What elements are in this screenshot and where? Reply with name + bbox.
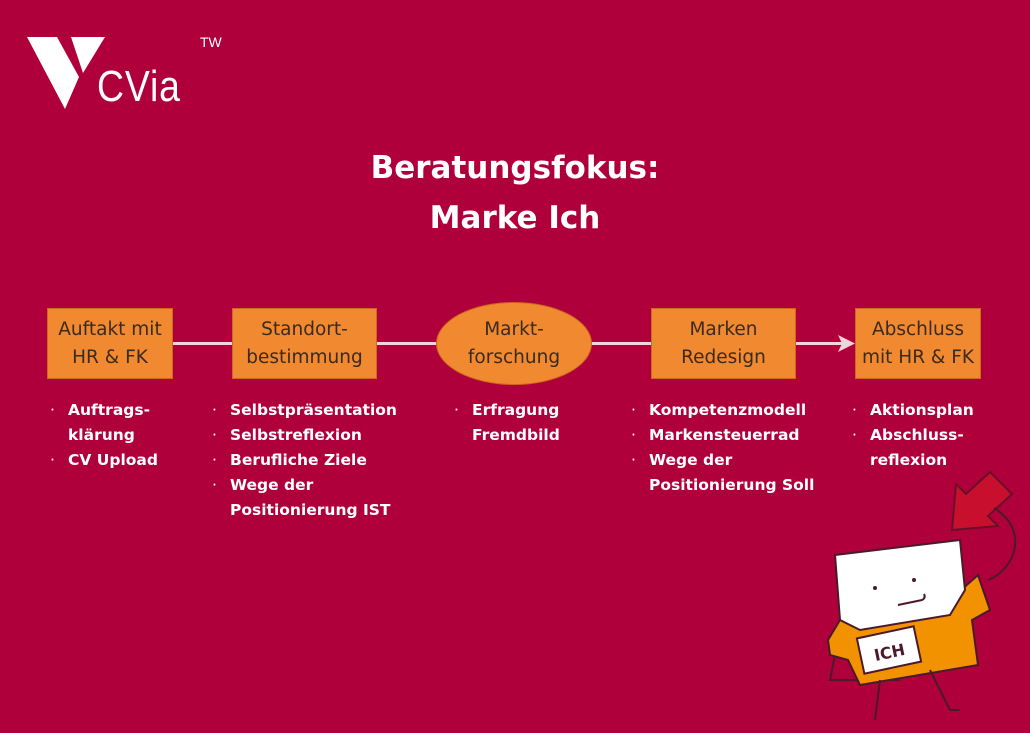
- step-label: Markt-: [484, 318, 544, 340]
- step-auftakt: Auftakt mit HR & FK: [47, 308, 173, 379]
- list-item: CV Upload: [50, 448, 158, 473]
- step-label: forschung: [467, 346, 561, 368]
- list-item: Aktionsplan: [852, 398, 974, 423]
- list-abschluss: Aktionsplan Abschluss-reflexion: [852, 398, 974, 473]
- step-abschluss: Abschluss mit HR & FK: [855, 308, 981, 379]
- mascot-illustration: ICH: [826, 470, 1017, 721]
- step-standortbestimmung: Standort-bestimmung: [232, 308, 377, 379]
- step-label: Redesign: [681, 346, 766, 368]
- list-item: Markensteuerrad: [631, 423, 814, 448]
- step-label: Auftakt mit: [58, 318, 162, 340]
- step-label: mit HR & FK: [861, 346, 975, 368]
- step-label: HR & FK: [72, 346, 148, 368]
- list-item: Abschluss-reflexion: [852, 423, 974, 473]
- step-label: Standort-: [261, 318, 348, 340]
- list-marken-redesign: Kompetenzmodell Markensteuerrad Wege der…: [631, 398, 814, 498]
- step-marktforschung: Markt-forschung: [436, 302, 592, 385]
- page-title: Beratungsfokus: Marke Ich: [0, 143, 1030, 243]
- list-item: Kompetenzmodell: [631, 398, 814, 423]
- title-line-2: Marke Ich: [429, 200, 601, 236]
- connector-3-4: [591, 342, 651, 345]
- connector-4-5: [795, 342, 845, 345]
- list-auftakt: Auftrags-klärung CV Upload: [50, 398, 158, 473]
- list-standortbestimmung: Selbstpräsentation Selbstreflexion Beruf…: [212, 398, 397, 523]
- list-item: Selbstreflexion: [212, 423, 397, 448]
- arrow-head-icon: [838, 335, 855, 352]
- step-label: Abschluss: [871, 318, 965, 340]
- list-item: Berufliche Ziele: [212, 448, 397, 473]
- step-label: bestimmung: [246, 346, 363, 368]
- logo-v-mark: [27, 37, 105, 109]
- logo-text: CVia: [97, 62, 181, 111]
- red-arrow-icon: [950, 470, 1014, 532]
- connector-2-3: [377, 342, 437, 345]
- title-line-1: Beratungsfokus:: [370, 150, 660, 186]
- logo-trademark: TW: [200, 34, 222, 50]
- list-item: Selbstpräsentation: [212, 398, 397, 423]
- step-label: Marken: [689, 318, 758, 340]
- list-item: Auftrags-klärung: [50, 398, 158, 448]
- connector-1-2: [172, 342, 232, 345]
